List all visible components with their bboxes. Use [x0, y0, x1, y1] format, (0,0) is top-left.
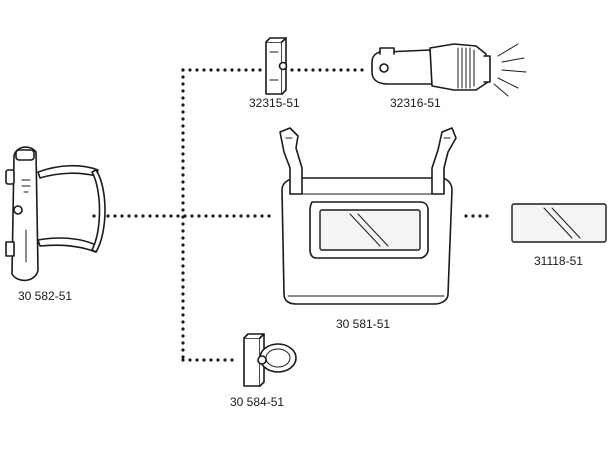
- part-label-visor-frame: 30 581-51: [336, 317, 390, 331]
- flashlight-drawing: [371, 43, 527, 97]
- part-label-ring-clamp: 30 584-51: [230, 395, 284, 409]
- connectors: [92, 68, 496, 362]
- part-label-clip: 32315-51: [249, 96, 300, 110]
- visor-frame-drawing: [279, 127, 457, 305]
- part-label-lamp-bracket: 30 582-51: [18, 289, 72, 303]
- clip-drawing: [265, 37, 288, 95]
- part-label-flashlight: 32316-51: [390, 96, 441, 110]
- ring-clamp-drawing: [243, 333, 297, 387]
- cover-lens-drawing: [511, 203, 607, 243]
- lamp-bracket-drawing: [5, 146, 106, 282]
- part-label-cover-lens: 31118-51: [534, 254, 583, 268]
